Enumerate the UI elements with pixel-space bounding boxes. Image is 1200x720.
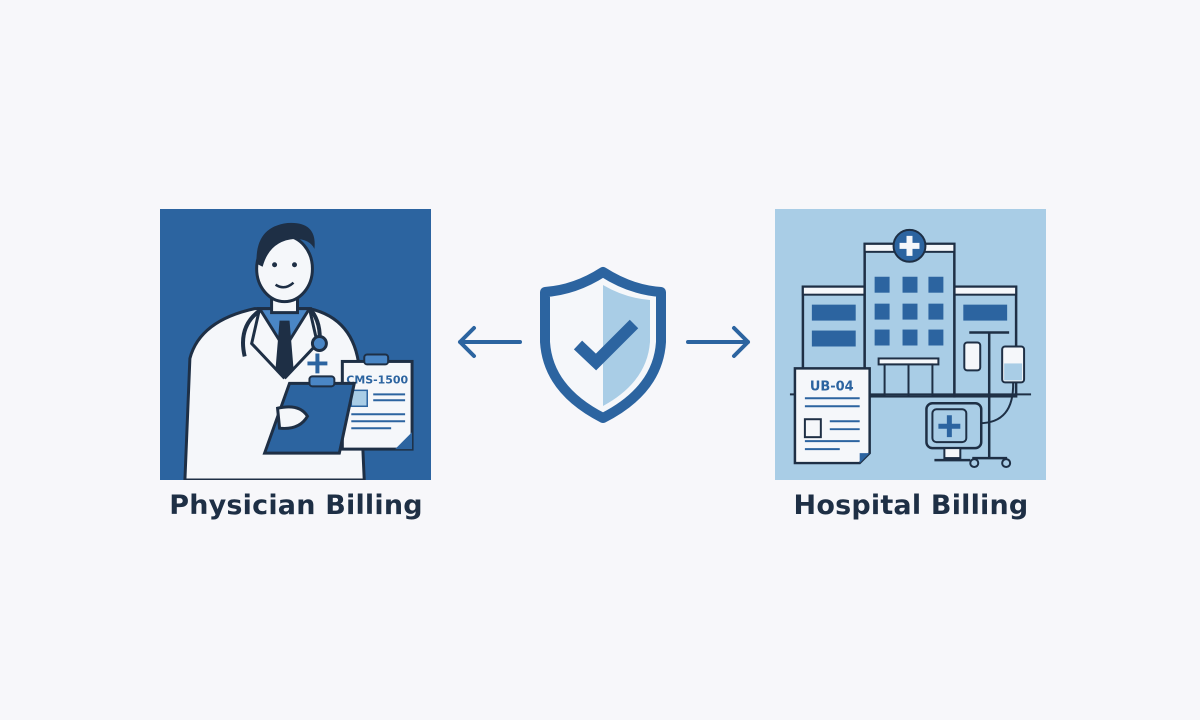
hospital-billing-label: Hospital Billing xyxy=(793,490,1029,521)
center-connector xyxy=(450,260,760,430)
svg-text:CMS-1500: CMS-1500 xyxy=(346,373,408,386)
arrow-left-icon xyxy=(458,326,522,358)
hospital-building-icon: UB-04 xyxy=(789,228,1032,469)
svg-text:UB-04: UB-04 xyxy=(810,379,854,394)
physician-billing-label: Physician Billing xyxy=(169,490,423,521)
hospital-billing-illustration: UB-04 xyxy=(775,209,1046,480)
arrow-right-icon xyxy=(686,326,750,358)
physician-billing-illustration: CMS-1500 xyxy=(160,209,431,480)
shield-check-icon xyxy=(540,267,666,423)
doctor-icon: CMS-1500 xyxy=(183,222,414,480)
